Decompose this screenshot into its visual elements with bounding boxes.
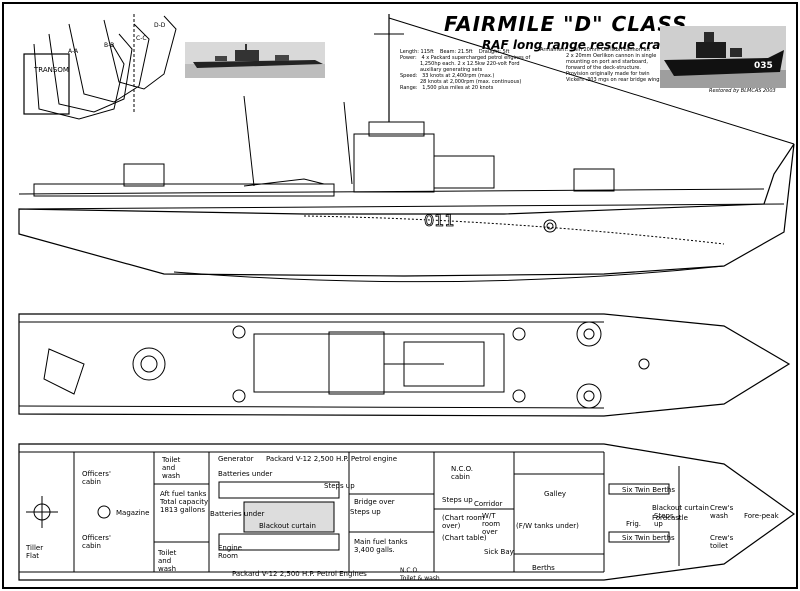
spec-speed-2: 28 knots at 2,000rpm (max. continuous): [420, 79, 522, 85]
ship-drawing: 011: [18, 14, 796, 581]
label-steps-up-2: Steps up: [350, 508, 381, 516]
restoration-credit: Restored by BLMCAS 2003: [709, 88, 776, 94]
section-transom-label: TRANSOM: [34, 66, 69, 74]
label-aft-fuel-tanks: Aft fuel tanks Total capacity 1813 gallo…: [160, 490, 209, 514]
label-sick-bay: Sick Bay: [484, 548, 514, 556]
spec-armament-6: Vickers .303 mgs on rear bridge wings.: [566, 77, 664, 83]
drawing-subtitle: RAF long range rescue craft: [482, 38, 672, 52]
label-main-fuel-tanks: Main fuel tanks 3,400 galls.: [354, 538, 408, 554]
spec-armament-4: forward of the deck-structure.: [566, 65, 641, 71]
label-frig: Frig.: [626, 520, 642, 528]
label-fore-peak: Fore-peak: [744, 512, 779, 520]
label-six-twin-berths-1: Six Twin Berths: [622, 486, 676, 494]
spec-power-1: Power: 4 x Packard supercharged petrol e…: [400, 55, 531, 61]
label-packard-upper: Packard V-12 2,500 H.P. Petrol engine: [266, 455, 398, 463]
label-berths: Berths: [532, 564, 555, 572]
label-chart-table: (Chart table): [442, 534, 487, 542]
label-nco-cabin: N.C.O. cabin: [451, 465, 474, 481]
body-sections: [23, 14, 177, 120]
label-chart-room: (Chart room over): [442, 514, 485, 530]
photo-boat-left: [185, 42, 325, 78]
label-fw-tanks: (F/W tanks under): [516, 522, 579, 530]
label-batteries-2: Batteries under: [210, 510, 265, 518]
spec-speed-1: Speed: 33 knots at 2,400rpm (max.): [400, 73, 495, 79]
label-steps-up-1: Steps up: [324, 482, 355, 490]
spec-length: Length: 115ft Beam: 21.5ft Draught: 5ft: [400, 49, 510, 55]
spec-power-2: 1,250hp each. 2 x 12.5kw 220-volt Ford: [420, 61, 520, 67]
label-galley: Galley: [544, 490, 567, 498]
section-dd-label: D-D: [154, 22, 166, 29]
section-aa-label: A-A: [68, 48, 79, 55]
label-crews-wash: Crew's wash: [710, 504, 734, 520]
label-packard-lower: Packard V-12 2,500 H.P. Petrol Engines: [232, 570, 367, 578]
label-crews-toilet: Crew's toilet: [710, 534, 734, 550]
label-bridge-over: Bridge over: [354, 498, 395, 506]
spec-armament-2: 2 x 20mm Oerlikon cannon in single: [566, 53, 657, 59]
accommodation-plan-view: [18, 443, 796, 581]
label-toilet-wash-2: Toilet and wash: [158, 549, 177, 573]
label-toilet-wash-1: Toilet and wash: [162, 456, 181, 480]
profile-view: [18, 14, 795, 283]
photo-hull-number: 035: [754, 61, 773, 71]
label-generator: Generator: [218, 455, 254, 463]
section-cc-label: C-C: [136, 35, 147, 42]
spec-armament-5: Provision originally made for twin: [566, 71, 650, 77]
spec-armament-1: Armament: twin 20mm Oerlikon cannon aft: [540, 47, 651, 53]
deck-plan-view: [18, 313, 791, 417]
label-blackout-curtain-1: Blackout curtain: [259, 522, 316, 530]
label-corridor: Corridor: [474, 500, 503, 508]
photo-boat-right: 035: [660, 26, 786, 88]
section-bb-label: B-B: [104, 42, 115, 49]
label-batteries-1: Batteries under: [218, 470, 273, 478]
label-nco-toilet: N.C.O. Toilet & wash: [400, 567, 440, 582]
label-magazine: Magazine: [116, 509, 150, 517]
drawing-title: FAIRMILE "D" CLASS: [444, 12, 688, 36]
label-wt-room: W/T room over: [482, 512, 501, 536]
hull-number: 011: [424, 211, 455, 230]
label-tiller-flat: Tiller Flat: [26, 544, 44, 560]
label-engine-room: Engine Room: [218, 544, 242, 560]
label-officers-cabin-1: Officers' cabin: [82, 470, 111, 486]
label-forecastle: Forecastle: [652, 514, 688, 522]
spec-range: Range: 1,500 plus miles at 20 knots: [400, 85, 494, 91]
label-six-twin-berths-2: Six Twin berths: [622, 534, 675, 542]
label-steps-up-4: Steps up: [654, 512, 674, 528]
spec-power-3: auxiliary generating sets: [420, 67, 483, 73]
spec-armament-3: mounting on port and starboard,: [566, 59, 648, 65]
label-blackout-curtain-2: Blackout curtain: [652, 504, 709, 512]
label-officers-cabin-2: Officers' cabin: [82, 534, 111, 550]
label-steps-up-3: Steps up: [442, 496, 473, 504]
